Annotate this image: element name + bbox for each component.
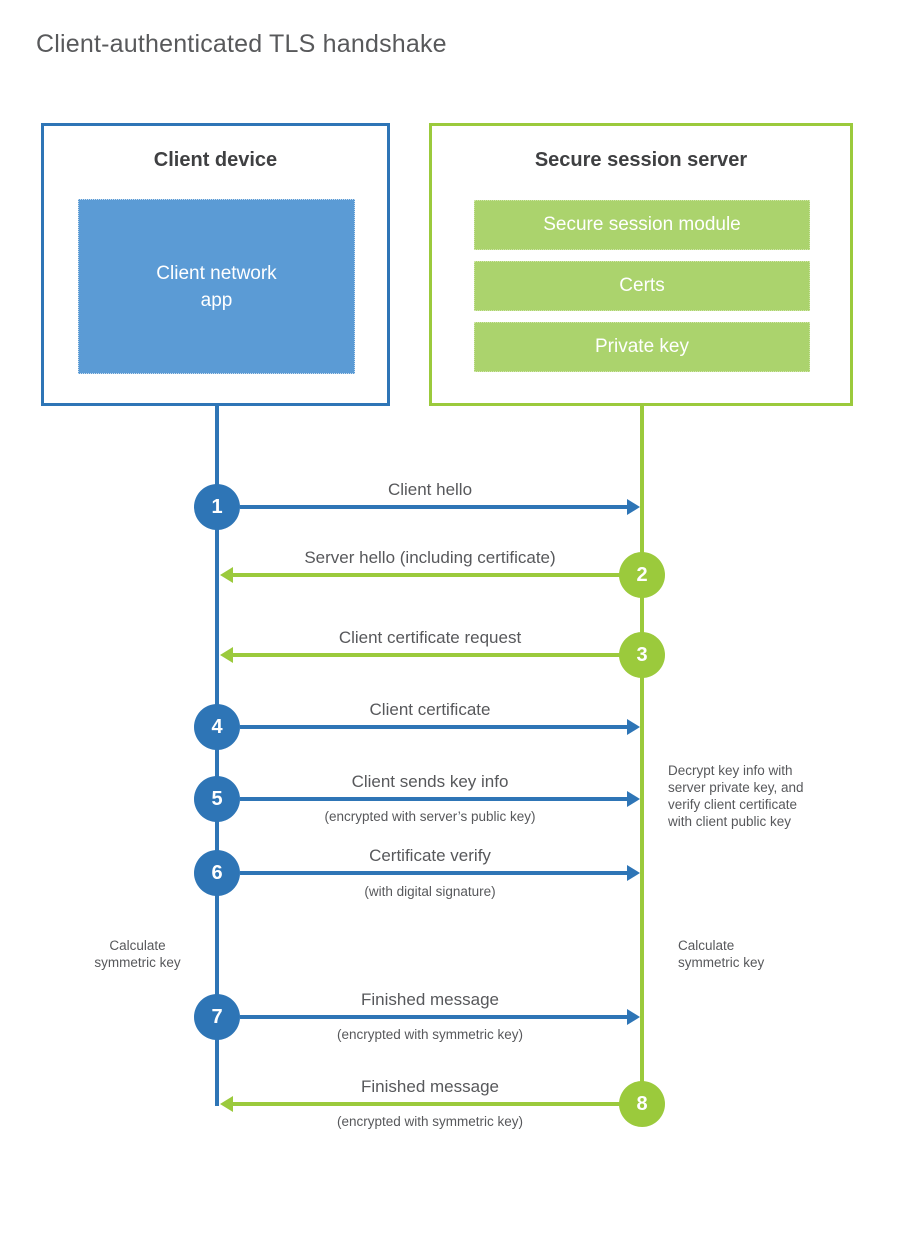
step-7-sublabel: (encrypted with symmetric key) bbox=[336, 1027, 524, 1042]
step-8-badge: 8 bbox=[619, 1081, 665, 1127]
client-lifeline bbox=[215, 406, 219, 1106]
server-decrypt-note: Decrypt key info with server private key… bbox=[668, 763, 804, 829]
client-device-heading: Client device bbox=[153, 149, 278, 171]
step-1-arrow-shaft bbox=[240, 505, 627, 509]
step-7-arrow-shaft bbox=[240, 1015, 627, 1019]
step-7-badge: 7 bbox=[194, 994, 240, 1040]
step-4-arrowhead-right-icon bbox=[627, 719, 640, 735]
step-8-arrow-shaft bbox=[233, 1102, 620, 1106]
step-3-label: Client certificate request bbox=[338, 628, 522, 647]
step-8-sublabel: (encrypted with symmetric key) bbox=[336, 1114, 524, 1129]
step-4-arrow-shaft bbox=[240, 725, 627, 729]
step-2-badge: 2 bbox=[619, 552, 665, 598]
step-6-label: Certificate verify bbox=[369, 846, 491, 865]
step-4-badge: 4 bbox=[194, 704, 240, 750]
client-network-app-box: Client network app bbox=[78, 199, 355, 374]
step-5-badge: 5 bbox=[194, 776, 240, 822]
step-7-label: Finished message bbox=[361, 990, 499, 1009]
step-2-arrow-shaft bbox=[233, 573, 620, 577]
step-7-arrowhead-right-icon bbox=[627, 1009, 640, 1025]
server-calc-symmetric-key-note: Calculate symmetric key bbox=[678, 938, 765, 970]
step-1-arrowhead-right-icon bbox=[627, 499, 640, 515]
server-module-certs: Certs bbox=[474, 261, 810, 311]
server-lifeline bbox=[640, 406, 644, 1104]
step-5-label: Client sends key info bbox=[351, 772, 509, 791]
step-4-label: Client certificate bbox=[369, 700, 491, 719]
step-5-arrow-shaft bbox=[240, 797, 627, 801]
step-5-arrowhead-right-icon bbox=[627, 791, 640, 807]
step-1-badge: 1 bbox=[194, 484, 240, 530]
step-2-arrowhead-left-icon bbox=[220, 567, 233, 583]
step-6-badge: 6 bbox=[194, 850, 240, 896]
step-3-badge: 3 bbox=[619, 632, 665, 678]
page-title: Client-authenticated TLS handshake bbox=[36, 30, 447, 58]
step-3-arrow-shaft bbox=[233, 653, 620, 657]
step-6-sublabel: (with digital signature) bbox=[364, 884, 496, 899]
server-module-private-key: Private key bbox=[474, 322, 810, 372]
client-calc-symmetric-key-note: Calculate symmetric key bbox=[94, 938, 181, 970]
step-1-label: Client hello bbox=[387, 480, 473, 499]
step-2-label: Server hello (including certificate) bbox=[304, 548, 556, 567]
step-6-arrowhead-right-icon bbox=[627, 865, 640, 881]
step-3-arrowhead-left-icon bbox=[220, 647, 233, 663]
step-8-label: Finished message bbox=[361, 1077, 499, 1096]
step-6-arrow-shaft bbox=[240, 871, 627, 875]
step-8-arrowhead-left-icon bbox=[220, 1096, 233, 1112]
server-heading: Secure session server bbox=[534, 149, 748, 171]
step-5-sublabel: (encrypted with server’s public key) bbox=[324, 809, 536, 824]
server-module-secure-session: Secure session module bbox=[474, 200, 810, 250]
